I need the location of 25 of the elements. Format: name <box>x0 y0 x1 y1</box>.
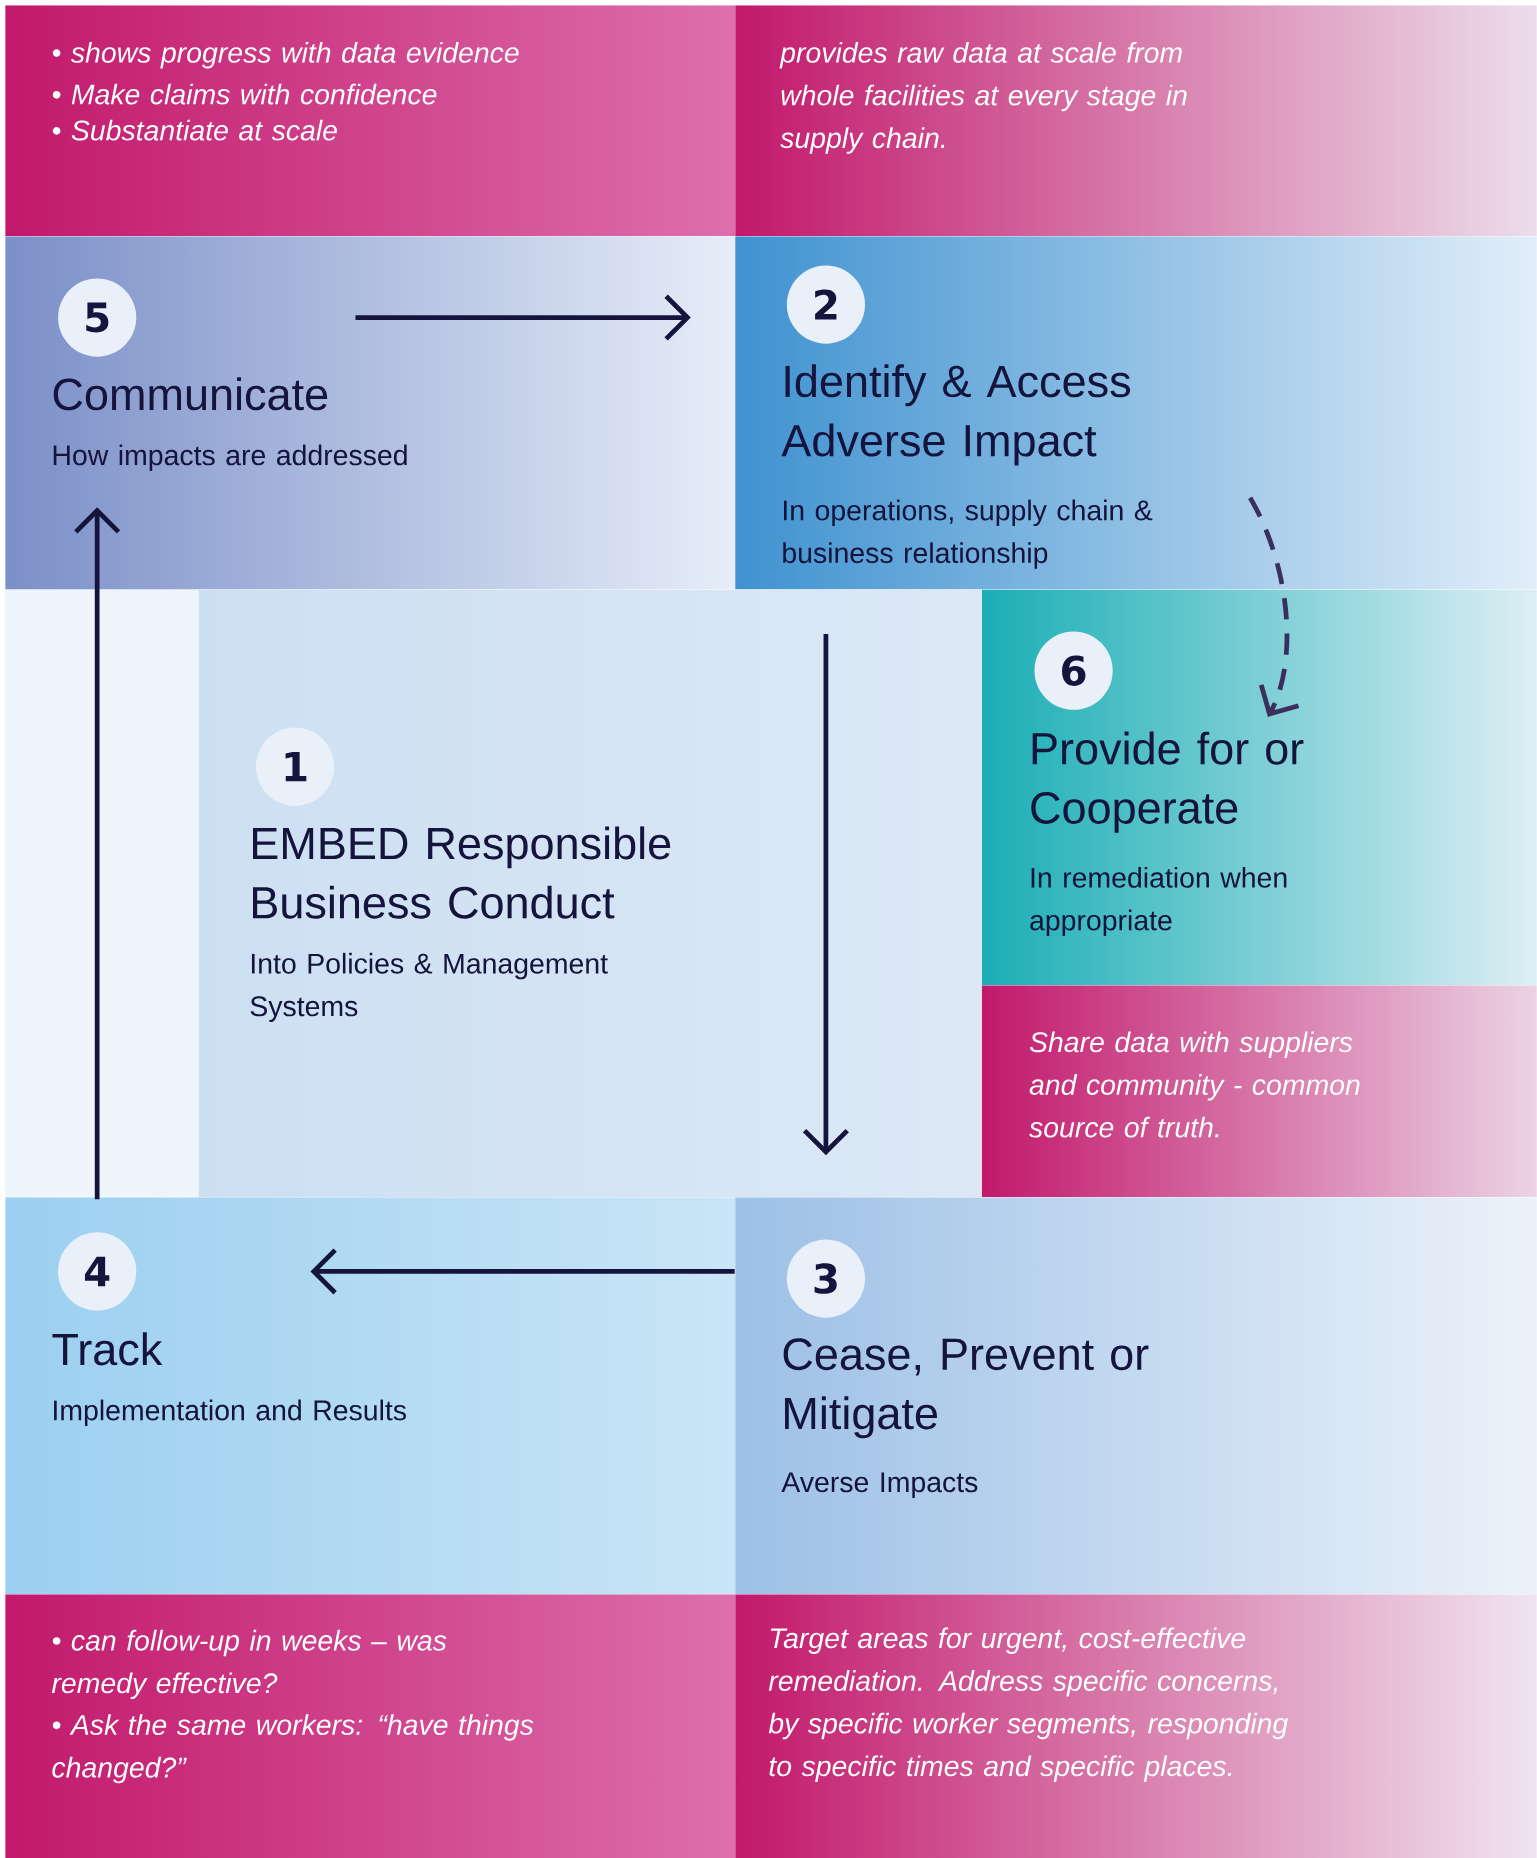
step-subtitle: Into Policies & Management Systems <box>250 952 608 1022</box>
arrow <box>74 507 121 1200</box>
step-title: Provide for or Cooperate <box>1031 731 1304 833</box>
note-text: • shows progress with data evidence <box>52 41 519 69</box>
step-title: Identify & Access Adverse Impact <box>781 364 1131 466</box>
step-title: Cease, Prevent or Mitigate <box>783 1338 1149 1439</box>
step-subtitle: In operations, supply chain & business relationship <box>783 499 1153 569</box>
step-title: Communicate <box>53 377 328 411</box>
note-text: provides raw data at scale from whole facilities at every stage in supply chain. <box>779 41 1187 154</box>
note-text: • Ask the same workers: “have things changed?” <box>52 1714 534 1784</box>
note-text: • Substantiate at scale <box>52 119 337 141</box>
arrow <box>355 294 691 341</box>
step-title: Track <box>52 1332 163 1366</box>
step-subtitle: In remediation when appropriate <box>1030 866 1287 937</box>
arrow <box>310 1248 735 1295</box>
step-subtitle: How impacts are addressed <box>53 444 407 471</box>
step-subtitle: Averse Impacts <box>781 1472 978 1498</box>
note-text: • can follow-up in weeks – was remedy effective? <box>51 1629 447 1699</box>
arrow <box>802 633 849 1156</box>
note-text: Target areas for urgent, cost-effective remediation. Address specific concerns, by specific worker segments, responding to specific times and specific places. <box>768 1627 1289 1782</box>
arrow <box>1248 496 1300 717</box>
step-subtitle: Implementation and Results <box>54 1399 407 1427</box>
step-title: EMBED Responsible Business Conduct <box>253 826 671 919</box>
note-text: Share data with suppliers and community - common source of truth. <box>1029 1031 1360 1138</box>
note-text: • Make claims with confidence <box>52 83 437 105</box>
